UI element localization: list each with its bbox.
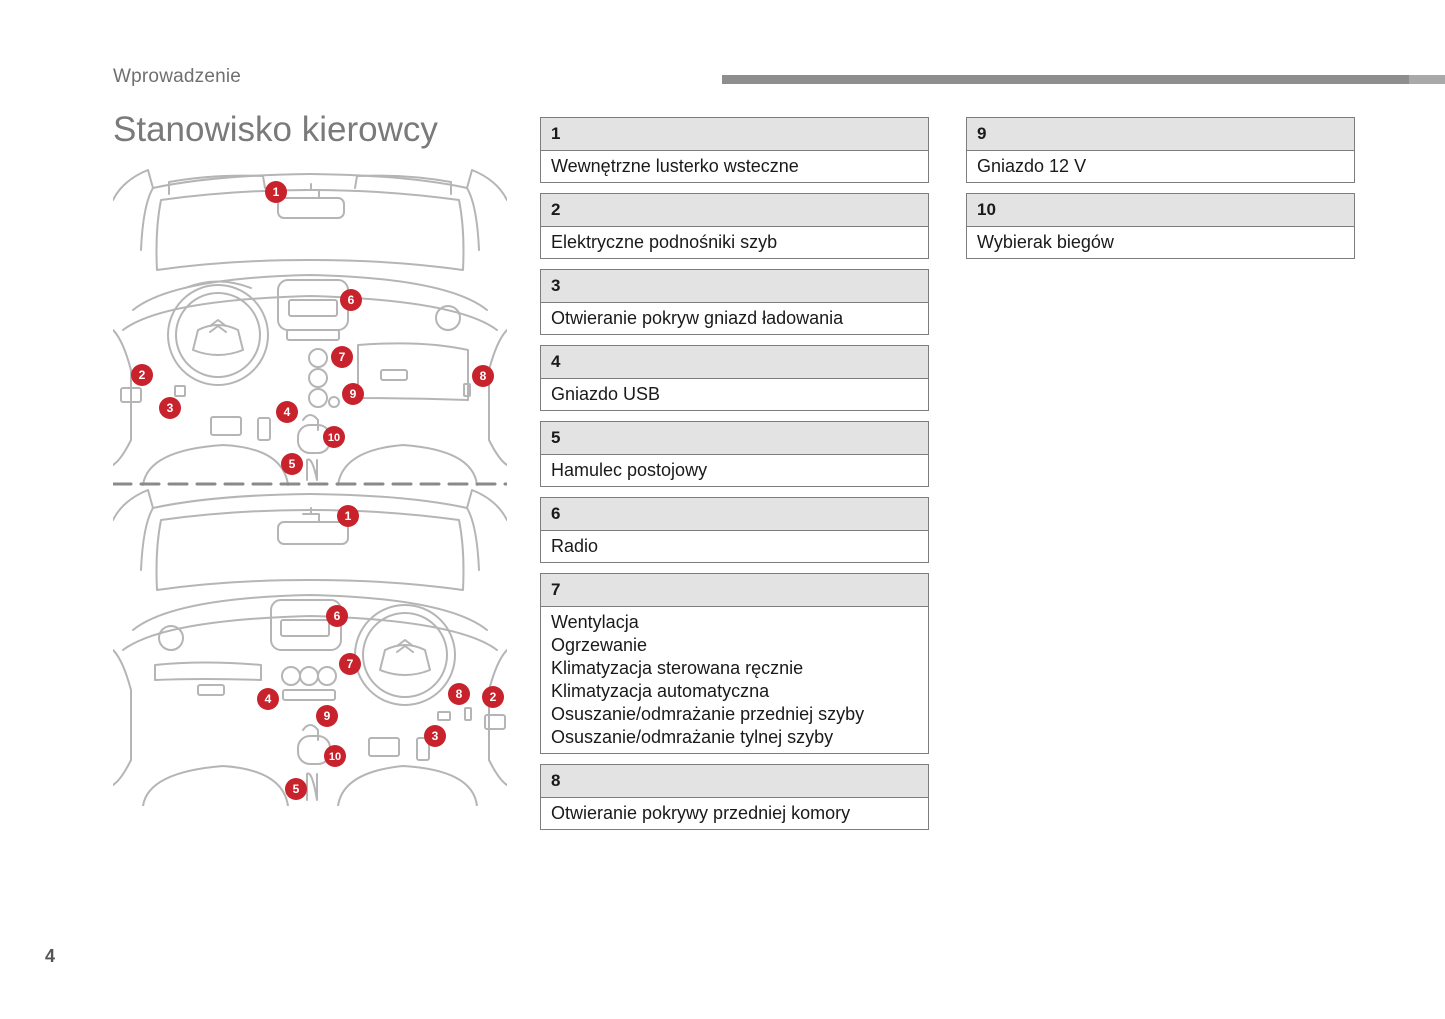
page-title: Stanowisko kierowcy	[113, 110, 438, 149]
svg-text:3: 3	[432, 729, 439, 743]
legend-item-number: 2	[541, 194, 928, 227]
legend-item-body: Elektryczne podnośniki szyb	[541, 227, 928, 258]
callout-top-5: 5	[281, 453, 303, 475]
legend-item-number: 7	[541, 574, 928, 607]
svg-text:4: 4	[284, 405, 291, 419]
callout-bottom-3: 3	[424, 725, 446, 747]
legend-item-text: Hamulec postojowy	[551, 460, 708, 480]
page-number: 4	[45, 946, 56, 966]
callout-top-1: 1	[265, 181, 287, 203]
legend-item-body: Gniazdo USB	[541, 379, 928, 410]
svg-text:7: 7	[347, 657, 354, 671]
callout-top-7: 7	[331, 346, 353, 368]
legend-item-number: 5	[541, 422, 928, 455]
header-bar	[722, 75, 1445, 84]
legend-item-number: 1	[541, 118, 928, 151]
svg-text:4: 4	[265, 692, 272, 706]
header-bar-cap	[1409, 75, 1445, 84]
svg-text:8: 8	[456, 687, 463, 701]
legend-item-body: Hamulec postojowy	[541, 455, 928, 486]
legend-item-text: Otwieranie pokryw gniazd ładowania	[551, 308, 844, 328]
callout-bottom-8: 8	[448, 683, 470, 705]
svg-text:3: 3	[167, 401, 174, 415]
lhd-cockpit-drawing	[113, 169, 507, 486]
callout-top-6: 6	[340, 289, 362, 311]
callout-bottom-4: 4	[257, 688, 279, 710]
legend-item-text: Klimatyzacja automatyczna	[551, 681, 770, 701]
callout-top-8: 8	[472, 365, 494, 387]
svg-text:6: 6	[334, 609, 341, 623]
cockpit-illustration: 1 2 3 4 5 6 7 8 9 10 1 2 3 4 5 6 7 8 9 1…	[113, 169, 507, 806]
svg-text:1: 1	[345, 509, 352, 523]
legend-item-text: Wentylacja	[551, 612, 639, 632]
svg-text:6: 6	[348, 293, 355, 307]
legend-item-number: 4	[541, 346, 928, 379]
legend-item-number: 8	[541, 765, 928, 798]
legend-item-body: Gniazdo 12 V	[967, 151, 1354, 182]
callout-bottom-1: 1	[337, 505, 359, 527]
legend-item-text: Gniazdo USB	[551, 384, 661, 404]
callout-top-3: 3	[159, 397, 181, 419]
svg-text:9: 9	[324, 709, 331, 723]
callout-bottom-5: 5	[285, 778, 307, 800]
legend-item-text: Radio	[551, 536, 599, 556]
legend-item-body: Wybierak biegów	[967, 227, 1354, 258]
callout-bottom-2: 2	[482, 686, 504, 708]
legend-item-body: Radio	[541, 531, 928, 562]
callout-bottom-6: 6	[326, 605, 348, 627]
legend-item-text: Gniazdo 12 V	[977, 156, 1087, 176]
legend-item-text: Osuszanie/odmrażanie przedniej szyby	[551, 704, 865, 724]
callout-top-2: 2	[131, 364, 153, 386]
legend-item-text: Klimatyzacja sterowana ręcznie	[551, 658, 804, 678]
svg-text:2: 2	[139, 368, 146, 382]
svg-text:10: 10	[328, 432, 340, 444]
legend-item-number: 6	[541, 498, 928, 531]
svg-text:10: 10	[329, 751, 341, 763]
section-label: Wprowadzenie	[113, 66, 242, 87]
legend-item-text: Osuszanie/odmrażanie tylnej szyby	[551, 727, 834, 747]
callout-bottom-9: 9	[316, 705, 338, 727]
svg-text:8: 8	[480, 369, 487, 383]
legend-item-body: Otwieranie pokryw gniazd ładowania	[541, 303, 928, 334]
callout-bottom-10: 10	[324, 745, 346, 767]
legend-item-text: Wewnętrzne lusterko wsteczne	[551, 156, 799, 176]
legend-item-text: Ogrzewanie	[551, 635, 648, 655]
svg-text:9: 9	[350, 387, 357, 401]
legend-item-text: Wybierak biegów	[977, 232, 1114, 252]
callout-bottom-7: 7	[339, 653, 361, 675]
legend-item-text: Otwieranie pokrywy przedniej komory	[551, 803, 851, 823]
legend-item-number: 3	[541, 270, 928, 303]
callout-top-10: 10	[323, 426, 345, 448]
legend-item-text: Elektryczne podnośniki szyb	[551, 232, 778, 252]
callout-top-9: 9	[342, 383, 364, 405]
svg-text:1: 1	[273, 185, 280, 199]
svg-text:5: 5	[293, 782, 300, 796]
callout-top-4: 4	[276, 401, 298, 423]
legend-item-number: 9	[967, 118, 1354, 151]
svg-text:5: 5	[289, 457, 296, 471]
rhd-cockpit-drawing	[113, 489, 507, 806]
legend-item-body: Wewnętrzne lusterko wsteczne	[541, 151, 928, 182]
legend-item-number: 10	[967, 194, 1354, 227]
svg-text:7: 7	[339, 350, 346, 364]
legend-item-body: Otwieranie pokrywy przedniej komory	[541, 798, 928, 829]
svg-text:2: 2	[490, 690, 497, 704]
